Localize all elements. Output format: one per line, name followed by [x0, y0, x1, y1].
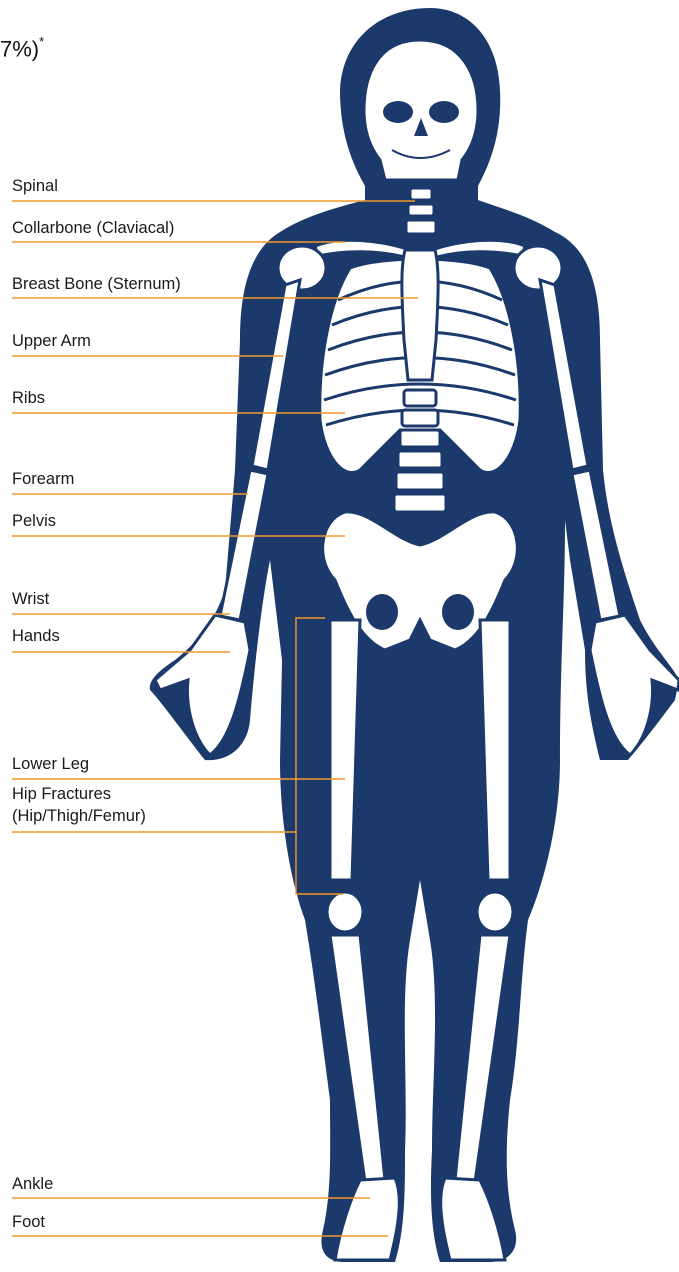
- label-spinal: Spinal: [12, 176, 58, 196]
- label-collarbone: Collarbone (Claviacal): [12, 218, 174, 238]
- label-hip-fractures: Hip Fractures: [12, 784, 111, 804]
- label-pelvis: Pelvis: [12, 511, 56, 531]
- label-ankle: Ankle: [12, 1174, 53, 1194]
- label-breastbone: Breast Bone (Sternum): [12, 274, 181, 294]
- label-hands: Hands: [12, 626, 60, 646]
- label-upper-arm: Upper Arm: [12, 331, 91, 351]
- label-lower-leg: Lower Leg: [12, 754, 89, 774]
- label-hip-thigh-femur: (Hip/Thigh/Femur): [12, 806, 146, 826]
- label-wrist: Wrist: [12, 589, 49, 609]
- label-ribs: Ribs: [12, 388, 45, 408]
- sternum: [402, 250, 438, 380]
- label-forearm: Forearm: [12, 469, 74, 489]
- label-foot: Foot: [12, 1212, 45, 1232]
